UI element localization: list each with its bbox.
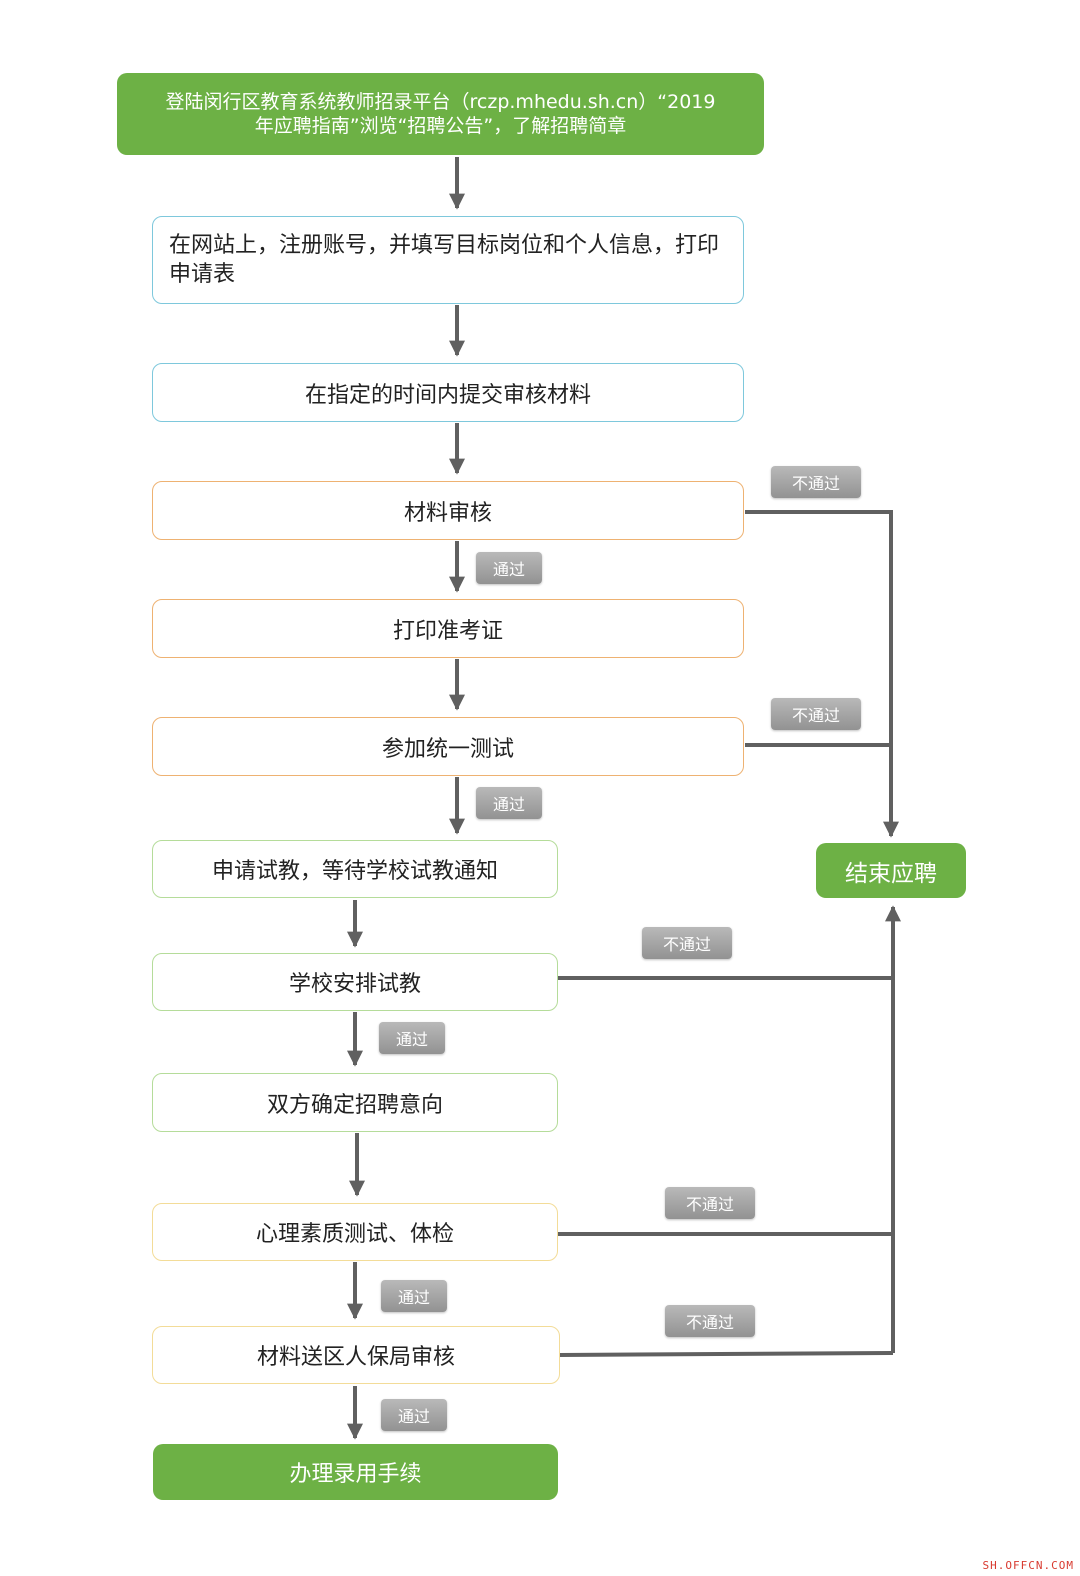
step-confirm-intent-text: 双方确定招聘意向: [266, 1092, 443, 1118]
step-unified-test-text: 参加统一测试: [381, 736, 514, 762]
pass-tag: 通过: [379, 1022, 445, 1054]
step-psych-health-text: 心理素质测试、体检: [255, 1222, 454, 1247]
step-submit-materials-text: 在指定的时间内提交审核材料: [304, 382, 591, 408]
pass-tag-label: 通过: [492, 795, 525, 814]
step-register-account-text: 在网站上，注册账号，并填写目标岗位和个人信息，打印申请表: [169, 233, 720, 287]
step-material-review-text: 材料审核: [403, 500, 492, 526]
step-material-review: 材料审核: [152, 481, 744, 540]
step-visit-platform-text: 登陆闵行区教育系统教师招录平台（rczp.mhedu.sh.cn）“2019年应…: [165, 91, 716, 137]
fail-path-material-review: [745, 510, 899, 838]
step-unified-test: 参加统一测试: [152, 717, 744, 776]
step-print-admission: 打印准考证: [152, 599, 744, 658]
step-trial-teaching-text: 学校安排试教: [288, 972, 421, 997]
step-apply-trial-text: 申请试教，等待学校试教通知: [211, 859, 498, 884]
end-application-box: 结束应聘: [816, 843, 966, 898]
pass-tag: 通过: [381, 1280, 447, 1312]
step-hiring-procedures: 办理录用手续: [153, 1444, 558, 1500]
step-hr-review-text: 材料送区人保局审核: [256, 1345, 455, 1370]
pass-tag: 通过: [476, 787, 542, 819]
step-confirm-intent: 双方确定招聘意向: [152, 1073, 558, 1132]
step-print-admission-text: 打印准考证: [392, 618, 503, 644]
fail-tag: 不通过: [771, 698, 861, 730]
fail-path-hr-review: [559, 1351, 894, 1357]
step-apply-trial: 申请试教，等待学校试教通知: [152, 840, 558, 898]
fail-tag: 不通过: [665, 1305, 755, 1337]
pass-tag-label: 通过: [397, 1407, 430, 1426]
fail-tag-label: 不通过: [685, 1313, 734, 1332]
end-application-text: 结束应聘: [845, 860, 937, 887]
pass-tag: 通过: [476, 552, 542, 584]
step-visit-platform: 登陆闵行区教育系统教师招录平台（rczp.mhedu.sh.cn）“2019年应…: [117, 73, 764, 155]
step-psych-health: 心理素质测试、体检: [152, 1203, 558, 1261]
pass-tag: 通过: [381, 1399, 447, 1431]
step-trial-teaching: 学校安排试教: [152, 953, 558, 1011]
fail-tag-label: 不通过: [791, 706, 840, 725]
fail-tag: 不通过: [665, 1187, 755, 1219]
fail-tag-label: 不通过: [685, 1195, 734, 1214]
pass-tag-label: 通过: [397, 1288, 430, 1307]
step-hiring-procedures-text: 办理录用手续: [289, 1462, 422, 1487]
pass-tag-label: 通过: [492, 560, 525, 579]
pass-tag-label: 通过: [395, 1030, 428, 1049]
step-register-account: 在网站上，注册账号，并填写目标岗位和个人信息，打印申请表: [152, 216, 744, 304]
step-submit-materials: 在指定的时间内提交审核材料: [152, 363, 744, 422]
watermark: SH.OFFCN.COM: [982, 1559, 1074, 1572]
fail-tag-label: 不通过: [791, 474, 840, 493]
fail-tag: 不通过: [642, 927, 732, 959]
step-hr-review: 材料送区人保局审核: [152, 1326, 560, 1384]
fail-tag-label: 不通过: [662, 935, 711, 954]
fail-tag: 不通过: [771, 466, 861, 498]
